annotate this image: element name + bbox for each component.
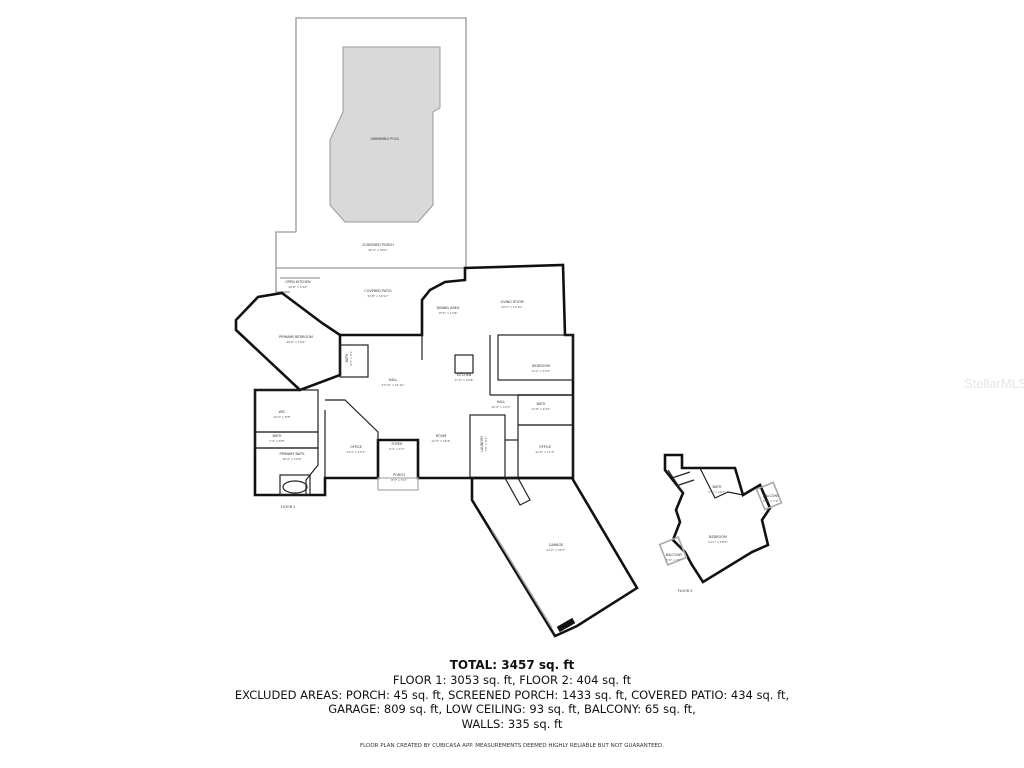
room-dim: 23'2" x 35'7" xyxy=(546,548,566,552)
room-label: WIC xyxy=(279,410,286,414)
room-dim: 8'3" x 5'0" xyxy=(391,478,407,482)
room-label: PRIMARY BATH xyxy=(280,452,305,456)
room-dim: 12'9" x 11'5" xyxy=(535,450,555,454)
room-label: BATH xyxy=(536,402,545,406)
room-label: PRIMARY BEDROOM xyxy=(279,335,313,339)
room-dim: 22'2" x 14'10" xyxy=(501,305,523,309)
room-label: LAUNDRY xyxy=(480,435,484,452)
room-label: OFFICE xyxy=(350,445,362,449)
room-dim: 12'4" x 12'0" xyxy=(491,405,511,409)
room-label: SCREENED PORCH xyxy=(362,243,394,247)
room-dim: 10'4" x 10'8" xyxy=(282,457,302,461)
room-label: BATH xyxy=(712,485,721,489)
garage-walls xyxy=(470,476,639,638)
swimming-pool xyxy=(329,46,441,223)
room-dim: 20'0" x 14'4" xyxy=(286,340,306,344)
room-label: COVERED PATIO xyxy=(364,289,392,293)
room-dim: 7'4" x 8'8" xyxy=(269,439,285,443)
room-dim: 9'4" x 6'7" xyxy=(389,447,405,451)
room-dim: 12'3" x 18'4" xyxy=(431,439,451,443)
floor-areas: FLOOR 1: 3053 sq. ft, FLOOR 2: 404 sq. f… xyxy=(392,673,632,687)
room-dim: 6'0" x 7'0" xyxy=(763,499,779,503)
interior-walls xyxy=(254,334,574,496)
walls-area: WALLS: 335 sq. ft xyxy=(461,716,563,731)
garage-door xyxy=(556,617,576,633)
room-label: OFFICE xyxy=(539,445,551,449)
room-dim: 11'2" x 13'2" xyxy=(531,369,551,373)
watermark-logo: StellarMLS xyxy=(964,376,1024,391)
room-label: BATH xyxy=(272,434,281,438)
room-label: BEDROOM xyxy=(532,364,550,368)
room-dim: 34'8" x 16'11" xyxy=(367,294,389,298)
room-label: KITCHEN xyxy=(457,373,472,377)
room-label: GARAGE xyxy=(549,543,563,547)
room-dim: 10'2" x 8'8" xyxy=(273,415,291,419)
room-dim: 6'3" x 9'1" xyxy=(349,350,353,366)
room-dim: 7'0" x 8'1" xyxy=(484,436,488,452)
room-label: BEDROOM xyxy=(709,535,727,539)
room-dim: 11'8" x 6'10" xyxy=(531,407,551,411)
room-dim: 5'0" x 7'7" xyxy=(666,558,682,562)
room-label: PORCH xyxy=(393,473,405,477)
room-label: BATH xyxy=(345,353,349,362)
room-dim: 15'0" x 13'8" xyxy=(438,311,458,315)
room-dim: 23'10" x 21'10" xyxy=(381,383,405,387)
room-label: BALCONY xyxy=(666,553,683,557)
floor2-label: FLOOR 2 xyxy=(678,589,693,593)
room-label: HALL xyxy=(389,378,398,382)
floor1-label: FLOOR 1 xyxy=(281,505,296,509)
excluded-areas-line-1: EXCLUDED AREAS: PORCH: 45 sq. ft, SCREEN… xyxy=(234,687,790,702)
total-area: TOTAL: 3457 sq. ft xyxy=(449,658,575,672)
room-dim: 7'4" x 10'7" xyxy=(708,490,726,494)
area-summary: TOTAL: 3457 sq. ft FLOOR 1: 3053 sq. ft,… xyxy=(0,658,1024,731)
room-labels: SWIMMING POOL SCREENED PORCH 40'3" x 54'… xyxy=(269,137,780,593)
room-label: LIVING ROOM xyxy=(500,300,523,304)
room-dim: 17'0" x 14'8" xyxy=(454,378,474,382)
room-dim: 21'1" x 18'9" xyxy=(708,540,728,544)
disclaimer: FLOOR PLAN CREATED BY CUBICASA APP. MEAS… xyxy=(359,743,665,749)
excluded-areas-line-2: GARAGE: 809 sq. ft, LOW CEILING: 93 sq. … xyxy=(328,702,696,716)
room-label: FOYER xyxy=(391,442,403,446)
floor2-walls xyxy=(663,453,772,584)
room-label: OPEN KITCHEN xyxy=(285,280,311,284)
room-dim: 10'8" x 5'10" xyxy=(288,285,308,289)
covered-patio xyxy=(275,268,290,293)
room-label: BALCONY xyxy=(763,494,780,498)
room-dim: 11'4" x 13'7" xyxy=(346,450,366,454)
room-label: SWIMMING POOL xyxy=(371,137,400,141)
room-label: HALL xyxy=(497,400,506,404)
room-label: ROOM xyxy=(436,434,447,438)
room-label: DINING AREA xyxy=(437,306,460,310)
room-dim: 40'3" x 54'0" xyxy=(368,248,388,252)
